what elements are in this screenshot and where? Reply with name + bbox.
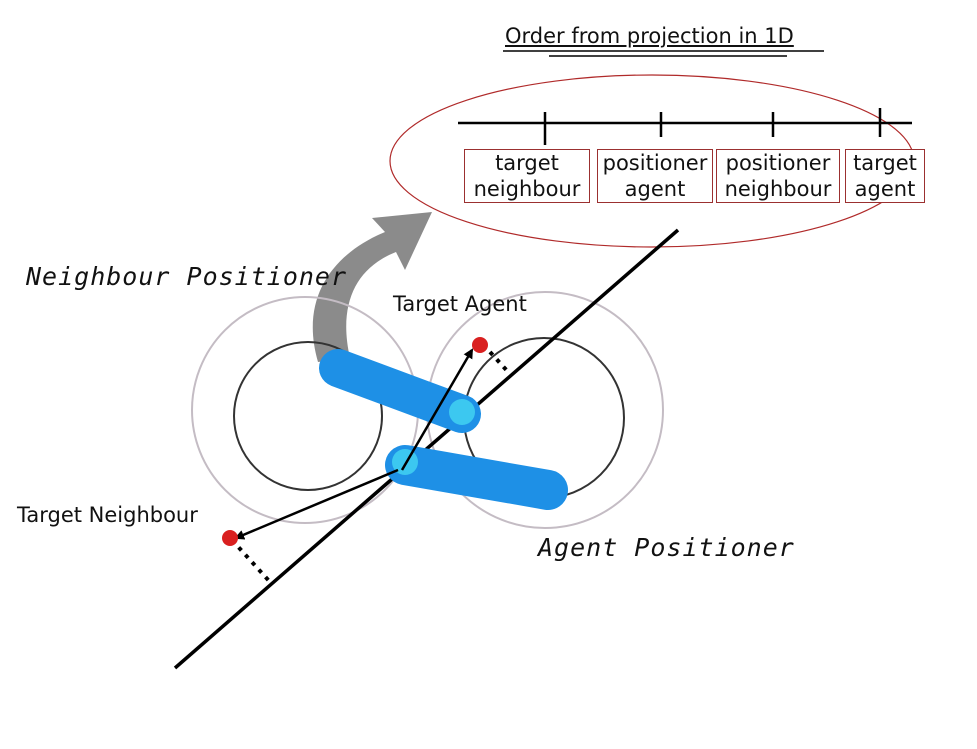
- neighbour-positioner-label: Neighbour Positioner: [26, 262, 348, 291]
- neighbour-robot-joint: [449, 399, 475, 425]
- order-box-positioner-agent: positioner agent: [597, 149, 713, 203]
- neighbour-inner-circle: [233, 341, 383, 491]
- order-box-target-agent: target agent: [845, 149, 925, 203]
- vector-to-target-neighbour: [234, 468, 399, 540]
- target-agent-label: Target Agent: [393, 292, 527, 316]
- order-box-line: target: [495, 151, 559, 175]
- order-box-line: agent: [854, 177, 916, 201]
- neighbour-positioner-robot: [319, 349, 481, 433]
- agent-positioner-robot: [385, 445, 568, 510]
- target-neighbour-point: [222, 530, 238, 546]
- target-agent-point: [472, 337, 488, 353]
- order-box-positioner-neighbour: positioner neighbour: [716, 149, 840, 203]
- order-box-line: neighbour: [473, 177, 581, 201]
- order-box-line: positioner: [602, 151, 708, 175]
- order-box-line: agent: [624, 177, 686, 201]
- agent-positioner-label: Agent Positioner: [538, 533, 795, 562]
- target-neighbour-projection-dots: [230, 538, 272, 584]
- order-box-line: target: [853, 151, 917, 175]
- grey-curved-arrow: [312, 212, 432, 362]
- order-box-target-neighbour: target neighbour: [464, 149, 590, 203]
- order-title: Order from projection in 1D: [505, 24, 794, 48]
- order-box-line: neighbour: [724, 177, 832, 201]
- target-neighbour-label: Target Neighbour: [17, 503, 198, 527]
- order-box-line: positioner: [725, 151, 831, 175]
- vector-to-target-agent: [400, 348, 474, 471]
